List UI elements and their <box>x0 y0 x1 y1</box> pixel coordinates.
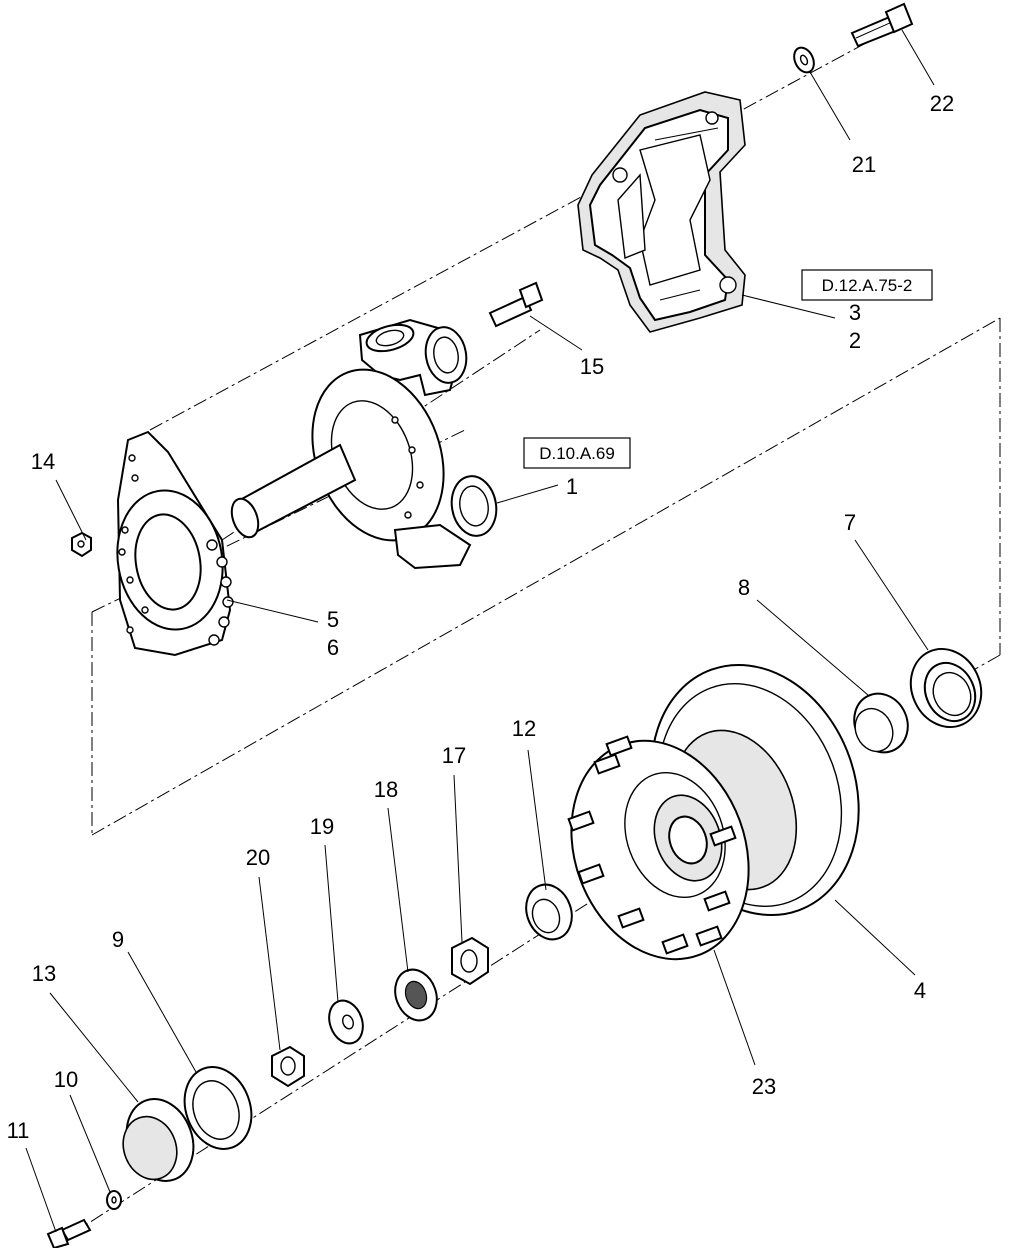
reference-caliper-text: D.12.A.75-2 <box>822 276 913 295</box>
leader-lines <box>25 29 935 1233</box>
part-9-gasket <box>183 1066 253 1150</box>
part-8-bearing <box>853 692 909 754</box>
callout-19: 19 <box>310 814 334 839</box>
part-11-screw <box>46 1218 92 1248</box>
callout-22: 22 <box>930 91 954 116</box>
part-2-3-brake-caliper <box>577 91 746 333</box>
part-7-seal <box>909 648 983 728</box>
callout-10: 10 <box>54 1067 78 1092</box>
callout-11: 11 <box>7 1118 30 1143</box>
callout-8: 8 <box>738 575 750 600</box>
hub-wheel-studs <box>567 735 737 955</box>
reference-caliper-box[interactable]: D.12.A.75-2 <box>801 269 933 301</box>
callout-18: 18 <box>374 777 398 802</box>
callout-4: 4 <box>914 978 926 1003</box>
part-21-washer <box>793 46 815 74</box>
callout-13: 13 <box>32 961 56 986</box>
callout-15: 15 <box>580 354 604 379</box>
callout-5: 5 <box>327 607 339 632</box>
callout-23: 23 <box>752 1074 776 1099</box>
callout-14: 14 <box>31 449 55 474</box>
part-23-wheel-hub <box>567 735 750 961</box>
part-15-bolt <box>488 281 544 328</box>
anchor-plate-bolt-holes <box>118 454 149 634</box>
callout-12: 12 <box>512 716 536 741</box>
callout-1: 1 <box>566 474 578 499</box>
part-13-hub-cap <box>122 1098 195 1182</box>
callout-21: 21 <box>852 152 876 177</box>
reference-knuckle-text: D.10.A.69 <box>539 444 615 463</box>
callout-7: 7 <box>844 510 856 535</box>
callout-9: 9 <box>112 927 124 952</box>
callout-labels: 22 21 3 2 15 1 14 5 6 7 8 4 23 12 17 18 … <box>7 91 955 1143</box>
part-18-lock-washer <box>394 968 438 1022</box>
callout-20: 20 <box>246 845 270 870</box>
part-20-nut <box>271 1045 305 1088</box>
part-10-washer <box>106 1190 122 1210</box>
part-17-nut <box>451 936 489 986</box>
callout-3: 3 <box>849 300 861 325</box>
part-22-bolt <box>850 2 914 48</box>
part-14-nut <box>71 531 92 558</box>
part-12-bearing-cone <box>525 883 573 941</box>
callout-6: 6 <box>327 635 339 660</box>
part-5-6-anchor-plate <box>116 430 234 657</box>
reference-knuckle-box[interactable]: D.10.A.69 <box>523 437 631 469</box>
anchor-plate-nuts <box>206 539 234 646</box>
callout-17: 17 <box>442 743 466 768</box>
part-1-steering-knuckle <box>230 318 498 570</box>
part-19-washer <box>328 999 364 1045</box>
callout-2: 2 <box>849 328 861 353</box>
